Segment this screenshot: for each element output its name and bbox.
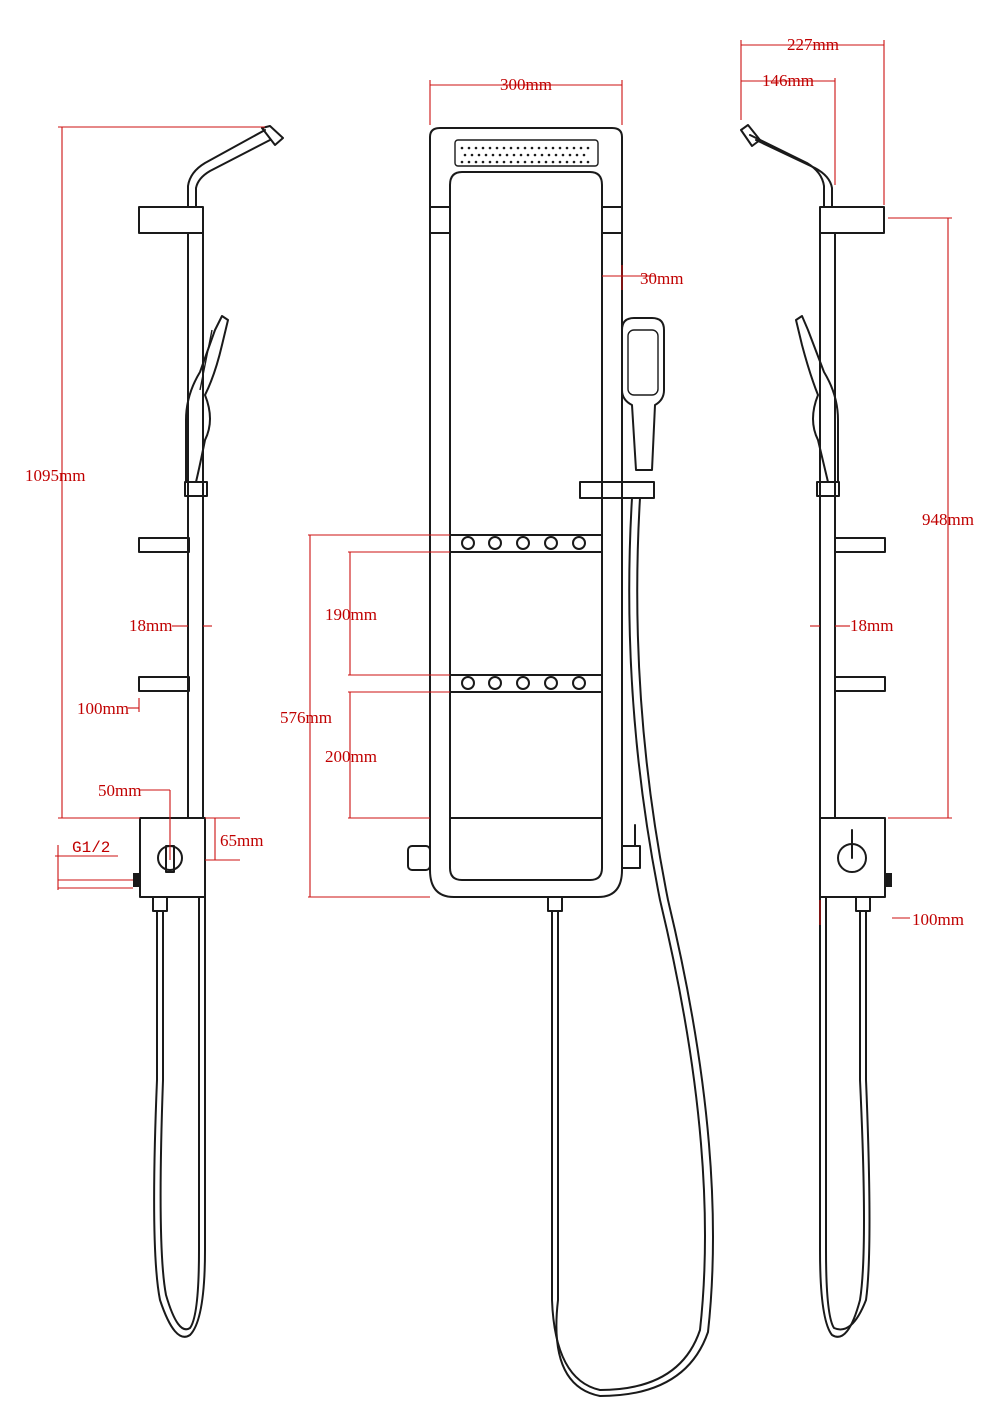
front-left-valve — [407, 845, 431, 871]
left-hose-nut — [152, 896, 168, 912]
label-panel-width: 300mm — [500, 75, 552, 94]
left-hand-holder — [184, 481, 208, 497]
label-valve-offset: 50mm — [98, 781, 141, 800]
front-bottom-outlet — [547, 896, 563, 912]
label-jet-spacing: 190mm — [325, 605, 377, 624]
right-hose-inner — [825, 896, 871, 1331]
left-hose — [153, 896, 206, 1338]
front-rainhead-grid — [454, 139, 599, 167]
label-lower-jet: 200mm — [325, 747, 377, 766]
label-arm-head: 146mm — [762, 71, 814, 90]
left-valve-block — [139, 817, 206, 898]
label-rail-right: 18mm — [850, 616, 893, 635]
right-top-bracket — [819, 206, 885, 234]
left-shower-head — [261, 125, 284, 146]
label-shelf-depth: 100mm — [77, 699, 129, 718]
left-side-view — [133, 125, 284, 1338]
front-body-jets — [461, 536, 586, 690]
label-arm-total: 227mm — [787, 35, 839, 54]
front-view — [407, 127, 714, 1397]
front-panel-inner — [449, 171, 603, 819]
right-shower-arm — [749, 134, 825, 208]
right-lower-shelf — [834, 676, 886, 692]
right-hand-shower — [795, 315, 839, 483]
label-rail-left: 18mm — [129, 616, 172, 635]
front-hand-hose — [551, 497, 706, 1391]
front-base-inner — [449, 817, 603, 881]
front-right-connector — [601, 206, 623, 234]
label-frame-width: 30mm — [640, 269, 683, 288]
label-inlet-thread: G1/2 — [72, 839, 110, 857]
right-shower-head — [740, 124, 761, 147]
right-upper-shelf — [834, 537, 886, 553]
front-slider-holder — [579, 481, 655, 499]
front-upper-jet-bar — [449, 534, 603, 553]
right-side-view — [740, 124, 892, 1338]
label-jet-zone: 576mm — [280, 708, 332, 727]
front-panel-outer — [429, 127, 623, 898]
label-outlet-offset: 100mm — [912, 910, 964, 929]
right-hose-nut — [855, 896, 871, 912]
left-shower-arm — [187, 129, 266, 208]
front-rainhead-nozzles — [460, 146, 590, 164]
dimension-labels: 1095mm 300mm 30mm 227mm 146mm 948mm 190m… — [25, 35, 974, 929]
front-hand-shower — [621, 317, 665, 471]
left-hand-shower — [185, 315, 229, 483]
right-hose — [819, 896, 865, 1338]
left-inlet-nut — [133, 873, 140, 887]
left-hand-shower-face — [199, 329, 213, 391]
front-left-connector — [429, 206, 451, 234]
left-shower-arm-inner — [195, 139, 271, 208]
front-lower-jet-bar — [449, 674, 603, 693]
label-valve-height: 65mm — [220, 831, 263, 850]
right-hand-holder — [816, 481, 840, 497]
front-hand-hose-inner — [555, 497, 714, 1397]
left-top-bracket — [138, 206, 204, 234]
left-upper-shelf — [138, 537, 190, 553]
left-hose-inner — [159, 896, 200, 1331]
front-right-valve — [621, 845, 641, 869]
front-hand-shower-face — [627, 329, 659, 396]
right-valve-block — [819, 817, 886, 898]
left-lower-shelf — [138, 676, 190, 692]
label-overall-height: 1095mm — [25, 466, 85, 485]
right-outlet-nut — [885, 873, 892, 887]
right-shower-arm-inner — [755, 139, 833, 208]
dimension-lines — [55, 40, 952, 925]
label-bracket-height: 948mm — [922, 510, 974, 529]
